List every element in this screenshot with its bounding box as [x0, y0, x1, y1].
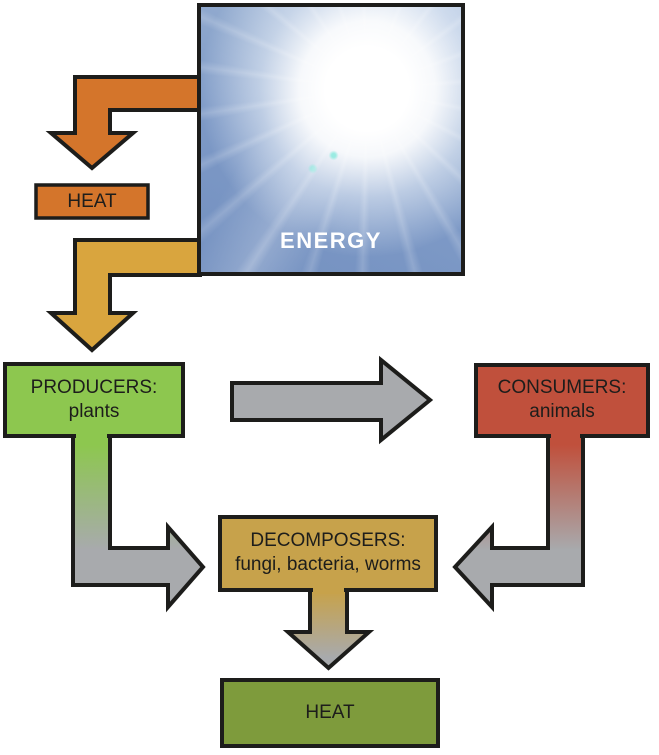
decomposers-tab-patch	[313, 583, 344, 594]
heat-top-label: HEAT	[34, 183, 150, 220]
producers-label: PRODUCERS: plants	[3, 361, 185, 438]
consumers-to-decomposers-arrow	[452, 432, 585, 613]
heat-top-text: HEAT	[67, 190, 117, 212]
decomposers-title: DECOMPOSERS:	[250, 530, 406, 551]
decomposers-label: DECOMPOSERS: fungi, bacteria, worms	[218, 514, 438, 592]
energy-to-producers-arrow	[45, 238, 202, 353]
energy-label: ENERGY	[280, 228, 382, 253]
producers-tab-patch	[76, 430, 107, 441]
producers-subtitle: plants	[68, 400, 120, 422]
consumers-tab-patch	[551, 431, 580, 442]
decomposers-subtitle: fungi, bacteria, worms	[235, 554, 421, 575]
heat-top-box	[34, 183, 150, 220]
consumers-title: CONSUMERS:	[497, 377, 627, 398]
decomposers-to-heat-arrow	[282, 584, 375, 671]
heat-bottom-box	[220, 678, 440, 748]
producers-to-decomposers-arrow	[71, 432, 206, 613]
energy-sun-image: ENERGY	[197, 3, 465, 276]
energy-to-heat-arrow	[45, 75, 202, 171]
heat-bottom-text: HEAT	[305, 702, 355, 723]
consumers-box	[474, 363, 650, 438]
producers-title: PRODUCERS:	[30, 376, 158, 398]
producers-to-consumers-arrow	[230, 355, 434, 445]
producers-box	[3, 362, 185, 438]
consumers-subtitle: animals	[529, 401, 595, 422]
decomposers-box	[218, 515, 438, 592]
consumers-label: CONSUMERS: animals	[474, 362, 650, 438]
heat-bottom-label: HEAT	[220, 678, 440, 748]
